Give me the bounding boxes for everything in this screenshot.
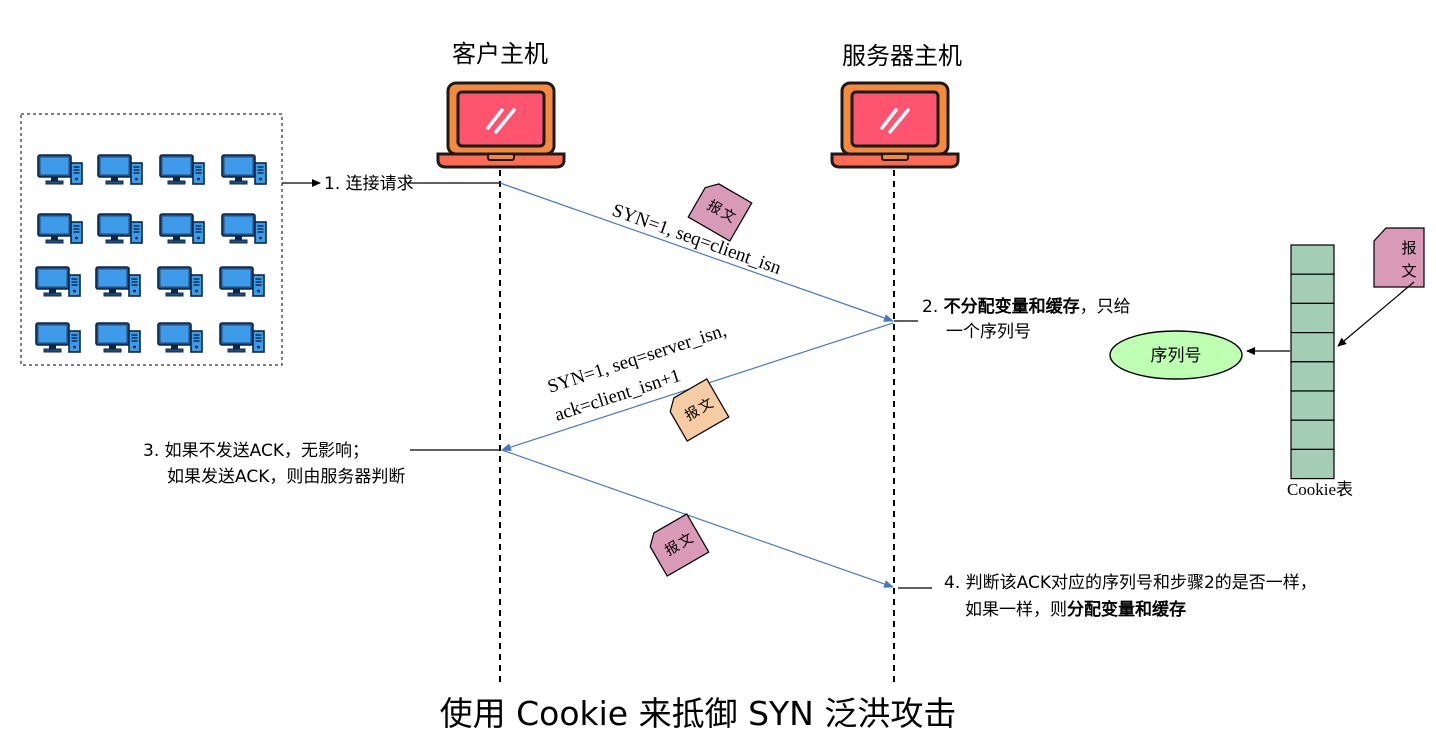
client-laptop-icon [436, 81, 566, 169]
server-host-label: 服务器主机 [842, 42, 962, 70]
botnet-computer-icon [95, 266, 141, 297]
packet4-char-b: 文 [1401, 262, 1416, 280]
step3-line1: 3. 如果不发送ACK，无影响； [143, 441, 369, 461]
botnet-computer-icon [97, 154, 143, 185]
botnet-computers [35, 154, 267, 353]
cookie-table-cell [1290, 419, 1335, 451]
sequence-number-label: 序列号 [1151, 346, 1202, 366]
cookie-table [1290, 244, 1335, 480]
cookie-table-cell [1290, 332, 1335, 363]
botnet-computer-icon [37, 154, 83, 185]
botnet-computer-icon [221, 154, 267, 185]
packet-icon-2: 报 文 [669, 378, 730, 442]
botnet-group-box [20, 113, 283, 366]
syn-arrow [499, 182, 894, 322]
botnet-computer-icon [157, 266, 203, 297]
cookie-table-cell [1290, 273, 1335, 305]
cookie-table-cell [1290, 244, 1335, 275]
packet-icon-3: 报 文 [649, 513, 710, 577]
botnet-computer-icon [159, 154, 205, 185]
diagram-title: 使用 Cookie 来抵御 SYN 泛洪攻击 [440, 694, 957, 733]
botnet-computer-icon [35, 322, 81, 353]
step2-bold: 不分配变量和缓存 [944, 296, 1080, 317]
client-host-label: 客户主机 [452, 40, 548, 68]
packet1-char-b: 文 [718, 205, 738, 226]
sequence-number-ellipse [1109, 330, 1243, 380]
botnet-computer-icon [35, 266, 81, 297]
step4-line1: 4. 判断该ACK对应的序列号和步骤2的是否一样， [944, 573, 1317, 593]
packet4-char-a: 报 [1401, 239, 1416, 257]
step2-line2: 一个序列号 [946, 322, 1031, 342]
packet-icon-1: 报 文 [687, 183, 753, 242]
botnet-computer-icon [157, 322, 203, 353]
step2-line1: 2. 不分配变量和缓存，只给 [922, 296, 1131, 317]
botnet-computer-icon [37, 213, 83, 244]
step4-line2: 如果一样，则分配变量和缓存 [965, 599, 1186, 620]
step3-line2: 如果发送ACK，则由服务器判断 [167, 467, 405, 487]
botnet-computer-icon [97, 213, 143, 244]
ack-arrow [501, 449, 894, 588]
packet3-char-b: 文 [676, 530, 696, 551]
cookie-table-label: Cookie表 [1287, 480, 1353, 499]
packet2-char-a: 报 [682, 403, 702, 424]
cookie-table-cell [1290, 302, 1335, 334]
botnet-computer-icon [95, 322, 141, 353]
cookie-table-cell [1290, 361, 1335, 392]
botnet-computer-icon [219, 322, 265, 353]
botnet-computer-icon [159, 213, 205, 244]
packet1-char-a: 报 [704, 197, 724, 218]
packet3-char-a: 报 [662, 538, 682, 559]
cookie-table-cell [1290, 390, 1335, 421]
step4-prefix: 如果一样，则 [965, 600, 1067, 620]
packet-icon-cookie: 报 文 [1373, 227, 1425, 288]
packet2-char-b: 文 [696, 395, 716, 416]
step4-bold: 分配变量和缓存 [1067, 599, 1186, 620]
step1-connection-request: 1. 连接请求 [324, 174, 414, 194]
botnet-computer-icon [221, 213, 267, 244]
packet-to-table-arrow [1337, 281, 1415, 347]
cookie-table-cell [1290, 448, 1335, 480]
server-laptop-icon [830, 81, 960, 169]
botnet-computer-icon [219, 266, 265, 297]
step2-prefix: 2. [922, 297, 944, 317]
step2-tail: ，只给 [1080, 297, 1131, 317]
